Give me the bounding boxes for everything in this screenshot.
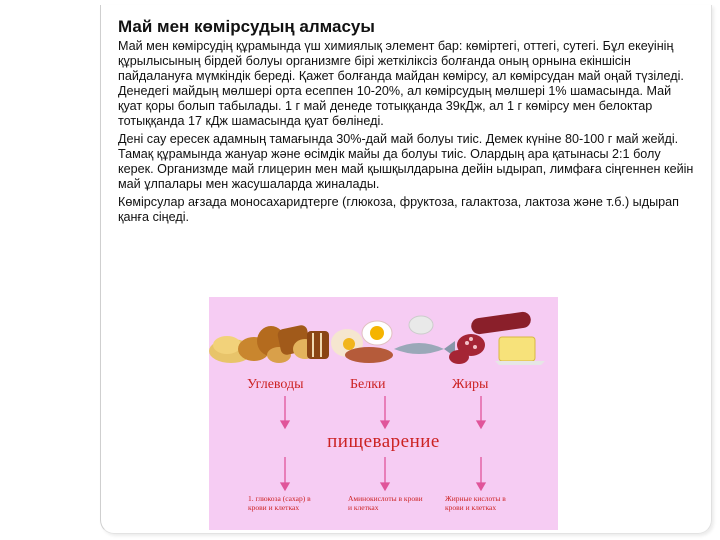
paragraph-2: Дені сау ересек адамның тамағында 30%-да… [118,132,694,191]
digestion-figure: Углеводы Белки Жиры пищеварение 1. глюко… [209,297,558,530]
heading-fats: Жиры [452,377,489,392]
paragraph-1: Май мен көмірсудің құрамында үш химиялық… [118,39,684,128]
paragraph-3: Көмірсулар ағзада моносахаридтерге (глюк… [118,195,679,224]
heading-carbohydrates: Углеводы [247,377,304,392]
slide-body: Май мен көмірсудің құрамында үш химиялық… [118,39,696,228]
result-proteins: Аминокислоты в крови и клетках [348,494,423,512]
result-fats: Жирные кислоты в крови и клетках [445,494,506,512]
slide-title: Май мен көмірсудың алмасуы [118,17,375,36]
slide-frame [100,5,712,534]
result-carbohydrates: 1. глюкоза (сахар) в крови и клетках [248,494,311,512]
flow-arrows [279,396,487,492]
heading-proteins: Белки [350,377,386,392]
food-illustration [209,311,545,365]
digestion-label: пищеварение [327,431,440,452]
